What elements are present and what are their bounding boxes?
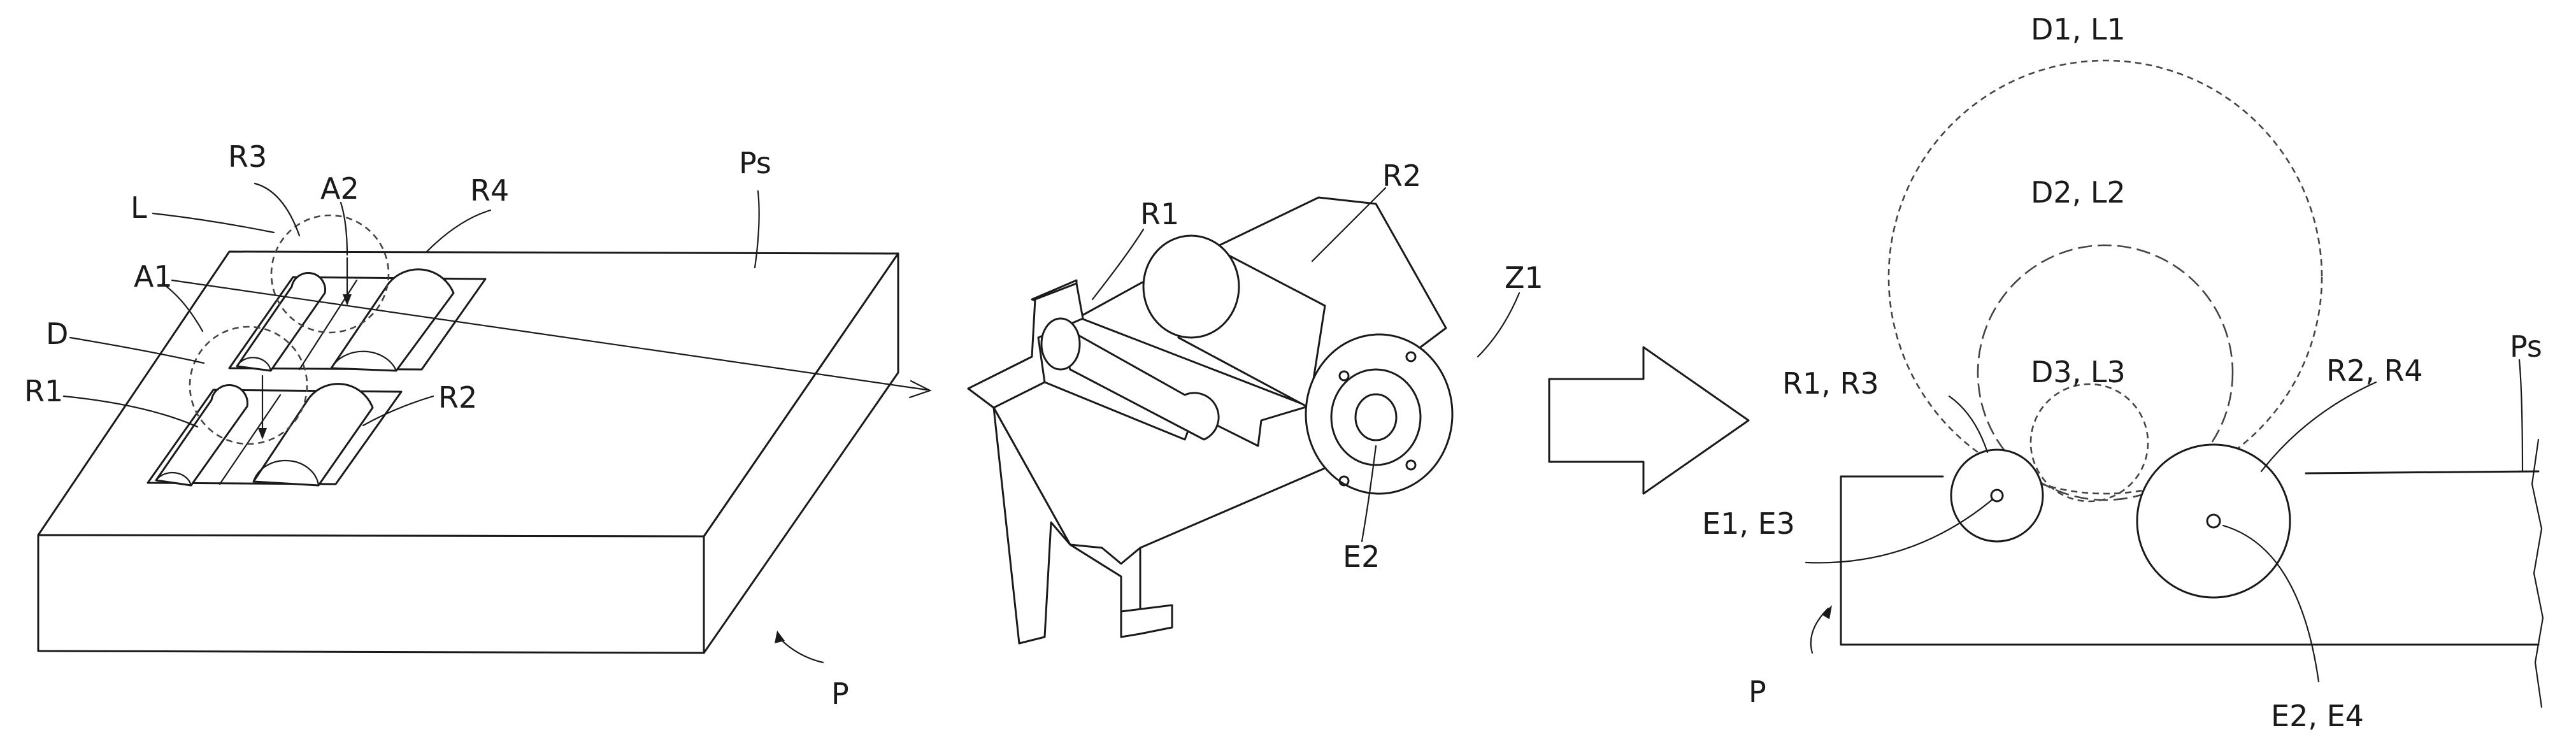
axis-e1-e3	[1990, 489, 2004, 503]
leader-unit-r2	[1311, 187, 1387, 262]
plate-body-outline	[1840, 475, 2540, 646]
circle-d2-l2	[1977, 244, 2234, 501]
unit-roller-r1	[1053, 320, 1220, 441]
roller-r1-r3	[1950, 448, 2044, 543]
arrow-a2-head	[343, 294, 352, 306]
leader-r2	[362, 395, 434, 427]
leader-r2-r4	[2260, 381, 2377, 473]
plate-surface-right	[2305, 470, 2540, 475]
roller-r3	[236, 272, 326, 372]
frame-left-wall	[967, 282, 1084, 409]
leader-a2	[340, 201, 348, 256]
label-ps: Ps	[739, 146, 771, 180]
label-a1: A1	[134, 259, 173, 294]
circle-d	[189, 326, 308, 445]
arrow-a1-head	[258, 428, 267, 440]
flange-bolt-2	[1405, 351, 1417, 362]
label-p-right: P	[1749, 675, 1766, 709]
leader-p	[777, 636, 824, 664]
plate-front-face	[37, 534, 705, 654]
magnify-arrow	[171, 279, 928, 391]
leader-unit-r1	[1091, 228, 1145, 301]
label-unit-r2: R2	[1382, 159, 1421, 193]
roller-r3-end	[236, 357, 272, 372]
label-d1-l1: D1, L1	[2031, 12, 2126, 46]
plate-side-face	[703, 252, 899, 654]
unit-roller-r1-end	[1040, 317, 1081, 371]
label-ps-right: Ps	[2510, 329, 2542, 364]
label-unit-e2: E2	[1343, 540, 1380, 574]
leader-l	[152, 212, 275, 234]
roller-r1-end	[155, 471, 192, 487]
middle-unit-view: R1 R2 Z1 E2	[967, 159, 1543, 645]
leader-e1-e3	[1805, 498, 1994, 564]
label-r2: R2	[438, 380, 477, 415]
label-d2-l2: D2, L2	[2031, 175, 2126, 210]
roller-r2-end	[252, 459, 320, 487]
label-r1-r3: R1, R3	[1782, 366, 1879, 401]
label-r2-r4: R2, R4	[2326, 354, 2423, 388]
roller-r4	[330, 268, 455, 372]
label-unit-z1: Z1	[1505, 261, 1543, 295]
unit-roller-r2-end	[1142, 234, 1240, 339]
label-r1: R1	[24, 374, 63, 408]
roller-r2-r4	[2136, 443, 2291, 599]
circle-d1-l1	[1887, 59, 2323, 495]
leader-r3	[254, 182, 301, 237]
leader-p-arrowhead	[775, 631, 785, 643]
label-a2: A2	[320, 171, 359, 206]
frame-foot	[1120, 604, 1173, 638]
roller-r4-end	[330, 350, 397, 372]
leader-r1	[62, 395, 199, 428]
leader-d	[69, 336, 205, 364]
label-d3-l3: D3, L3	[2031, 355, 2126, 389]
circle-d3-l3	[2029, 383, 2149, 503]
magnify-arrow-head	[908, 380, 932, 399]
frame-leg	[992, 406, 1071, 645]
leader-unit-z1	[1477, 292, 1521, 358]
plate-break-line	[2531, 438, 2544, 708]
roller-r1	[155, 384, 248, 487]
label-l: L	[131, 190, 147, 225]
leader-ps-right	[2518, 359, 2524, 473]
label-r4: R4	[470, 173, 509, 208]
leader-r4	[426, 209, 492, 253]
circle-l	[270, 214, 390, 334]
label-r3: R3	[228, 140, 267, 174]
leader-unit-e2	[1361, 445, 1377, 543]
leader-a1	[161, 282, 204, 333]
roller-gap-line-2	[218, 394, 282, 485]
unit-shaft-e2	[1354, 393, 1398, 441]
label-unit-r1: R1	[1140, 197, 1179, 231]
label-e2-e4: E2, E4	[2271, 699, 2364, 733]
left-plate-view: R3 A2 R4 L Ps A1 D R1 R2 P	[24, 140, 932, 711]
flange-bolt-3	[1338, 475, 1350, 487]
label-d: D	[46, 317, 68, 351]
label-e1-e3: E1, E3	[1702, 506, 1795, 541]
right-section-view: D1, L1 D2, L2 D3, L3 R1, R3 R2, R4 Ps E1…	[1702, 12, 2544, 733]
flange-bolt-1	[1338, 370, 1350, 382]
axis-e2-e4	[2206, 513, 2221, 529]
transition-arrow	[1548, 346, 1750, 495]
label-p: P	[831, 676, 849, 711]
leader-r1-r3	[1948, 395, 1989, 454]
flange-bolt-4	[1405, 459, 1417, 471]
leader-ps	[754, 190, 760, 269]
leader-e2-e4	[2222, 524, 2320, 683]
leader-p-right-arrowhead	[1822, 605, 1832, 619]
